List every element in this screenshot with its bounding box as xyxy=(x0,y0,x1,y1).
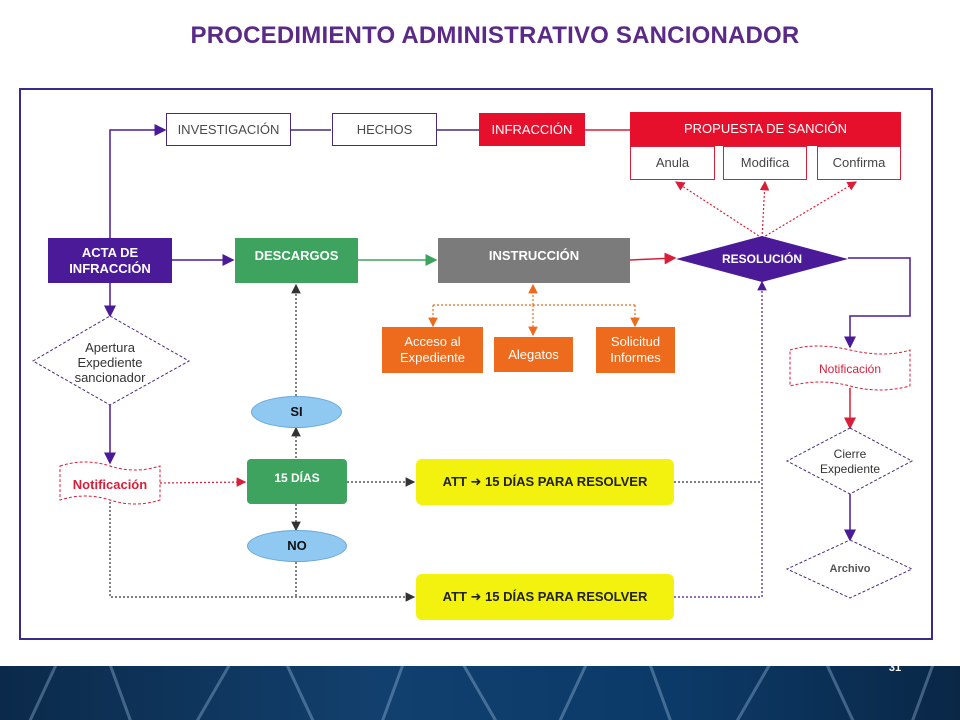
banner-stripe xyxy=(553,666,590,720)
connector-notificacion-att-bottom xyxy=(109,502,416,602)
banner-stripe xyxy=(646,666,677,720)
connector-acta-investigacion xyxy=(109,124,167,238)
connector-resolucion-notificacion xyxy=(844,257,911,349)
banner-stripe xyxy=(190,666,233,720)
propuesta-sancion-box: PROPUESTA DE SANCIÓN xyxy=(630,112,901,146)
acceso-line-1: Acceso al xyxy=(404,334,461,349)
banner-stripe xyxy=(376,666,407,720)
att-top-box: ATT ➜ 15 DÍAS PARA RESOLVER xyxy=(416,459,674,505)
solicitud-line-1: Solicitud xyxy=(610,334,661,349)
page-title: PROCEDIMIENTO ADMINISTRATIVO SANCIONADOR xyxy=(190,22,800,49)
acceso-line-2: Expediente xyxy=(399,350,466,365)
descargos-box: DESCARGOS xyxy=(235,238,358,283)
cierre-line-2: Expediente xyxy=(819,462,881,476)
banner-stripe xyxy=(730,666,773,720)
solicitud-informes-box: Solicitud Informes xyxy=(596,327,675,373)
banner-stripe xyxy=(106,666,137,720)
cierre-diamond-shape xyxy=(785,427,914,495)
infraccion-box: INFRACCIÓN xyxy=(479,113,585,146)
acta-line-1: ACTA DE xyxy=(81,244,139,260)
apertura-line-3: sancionador xyxy=(74,369,146,385)
banner-stripe xyxy=(823,666,860,720)
solicitud-line-2: Informes xyxy=(610,350,661,365)
investigacion-box: INVESTIGACIÓN xyxy=(166,113,291,146)
connector-resolucion-confirma xyxy=(761,181,858,239)
instruccion-box: INSTRUCCIÓN xyxy=(438,238,630,283)
no-ellipse: NO xyxy=(247,530,347,562)
page-number: 31 xyxy=(888,662,902,674)
cierre-expediente-label: Cierre Expediente xyxy=(800,445,900,479)
resolucion-label: RESOLUCIÓN xyxy=(721,251,802,266)
att-bottom-box: ATT ➜ 15 DÍAS PARA RESOLVER xyxy=(416,574,674,620)
banner-stripe xyxy=(460,666,503,720)
banner-stripe xyxy=(283,666,320,720)
archivo-diamond-shape xyxy=(785,539,914,599)
si-ellipse: SI xyxy=(251,396,342,428)
banner-stripe xyxy=(906,666,937,720)
acta-infraccion-box: ACTA DE INFRACCIÓN xyxy=(48,238,172,283)
acceso-expediente-box: Acceso al Expediente xyxy=(382,327,483,373)
notificacion-left-label: Notificación xyxy=(72,476,148,492)
notificacion-left-shape xyxy=(59,461,161,505)
diagram-frame xyxy=(19,88,933,640)
apertura-line-2: Expediente xyxy=(77,354,143,370)
connector-att-bottom-resolucion xyxy=(674,280,767,598)
cierre-line-1: Cierre xyxy=(833,447,867,461)
modifica-box: Modifica xyxy=(723,146,807,180)
hechos-box: HECHOS xyxy=(332,113,437,146)
alegatos-box: Alegatos xyxy=(494,337,573,372)
apertura-line-1: Apertura xyxy=(85,339,135,355)
quince-dias-box: 15 DÍAS xyxy=(247,459,347,504)
connector-notificacion-15dias xyxy=(159,477,247,487)
archivo-label: Archivo xyxy=(829,562,871,575)
notificacion-right-shape xyxy=(789,345,911,391)
banner-stripe xyxy=(23,666,60,720)
connector-instruccion-resolucion xyxy=(629,252,677,265)
connector-resolucion-modifica xyxy=(759,180,770,239)
connector-resolucion-anula xyxy=(674,181,763,239)
notificacion-right-label: Notificación xyxy=(818,361,882,376)
confirma-box: Confirma xyxy=(817,146,901,180)
anula-box: Anula xyxy=(630,146,715,180)
footer-banner xyxy=(0,666,960,720)
apertura-expediente-label: Apertura Expediente sancionador xyxy=(40,336,180,388)
apertura-diamond-shape xyxy=(32,315,191,406)
resolucion-diamond-shape xyxy=(676,236,848,282)
acta-line-2: INFRACCIÓN xyxy=(69,260,151,276)
